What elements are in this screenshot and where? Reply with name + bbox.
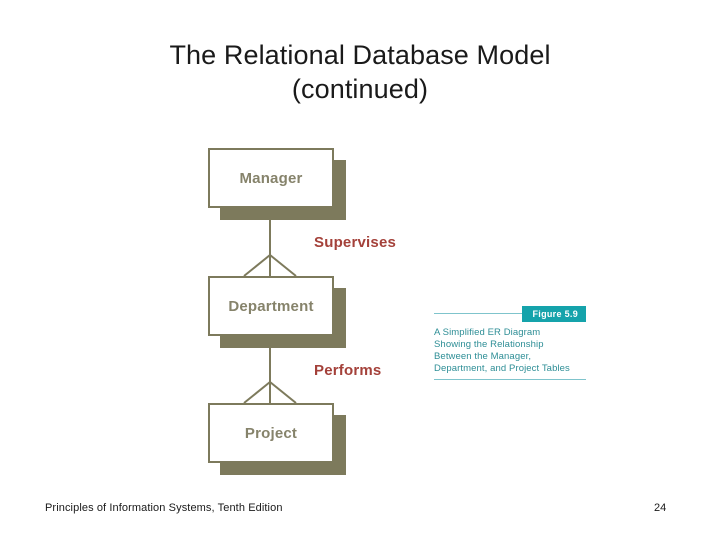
figure-rule-top: [434, 313, 586, 314]
entity-box-manager: Manager: [208, 148, 334, 208]
page-title: The Relational Database Model (continued…: [60, 38, 660, 106]
figure-number-badge: Figure 5.9: [522, 306, 586, 322]
footer-source-text: Principles of Information Systems, Tenth…: [45, 502, 283, 514]
entity-label-department: Department: [228, 297, 314, 315]
figure-badge-row: Figure 5.9: [434, 306, 586, 322]
entity-label-project: Project: [244, 424, 298, 442]
figure-caption-line-1: A Simplified ER Diagram: [434, 327, 541, 338]
page-title-line-1: The Relational Database Model: [169, 40, 551, 70]
entity-label-manager: Manager: [239, 169, 303, 187]
figure-caption-line-2: Showing the Relationship: [434, 339, 544, 350]
figure-caption-line-3: Between the Manager,: [434, 351, 532, 362]
entity-box-project: Project: [208, 403, 334, 463]
figure-rule-bottom: [434, 379, 586, 380]
figure-caption-line-4: Department, and Project Tables: [434, 363, 570, 374]
figure-caption-text: A Simplified ER Diagram Showing the Rela…: [434, 327, 586, 375]
relationship-label-supervises: Supervises: [314, 234, 397, 251]
entity-box-department: Department: [208, 276, 334, 336]
footer-page-number: 24: [654, 502, 667, 514]
figure-caption-block: Figure 5.9 A Simplified ER Diagram Showi…: [434, 306, 586, 380]
page-title-line-2: (continued): [291, 74, 429, 104]
relationship-label-performs: Performs: [314, 362, 382, 379]
